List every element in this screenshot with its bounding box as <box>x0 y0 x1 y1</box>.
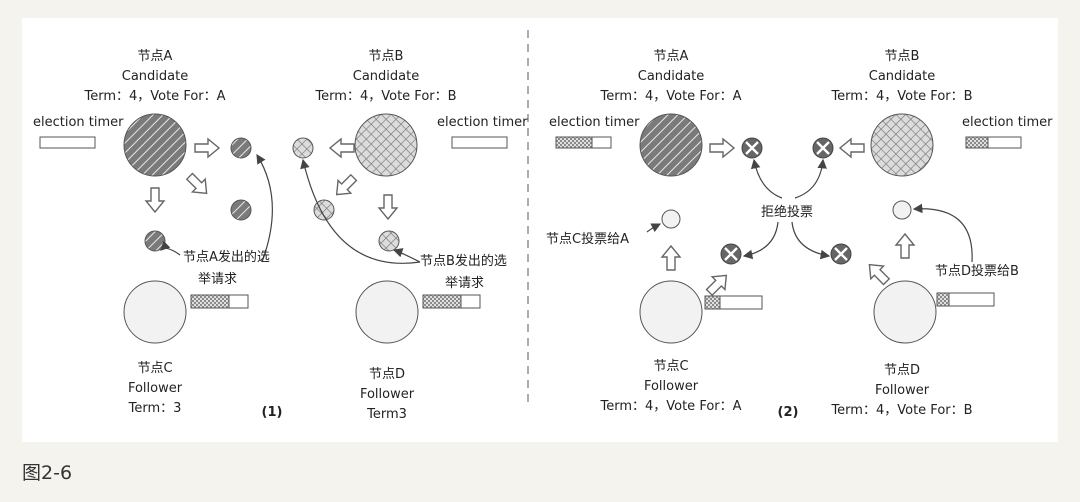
vote-c-label: 节点C投票给A <box>546 231 629 247</box>
left-nodeD-circle <box>355 280 419 344</box>
left-nodeC-term: Term：3 <box>128 401 182 416</box>
right-timerD-fill <box>936 292 950 307</box>
right-nodeD-circle <box>873 280 937 344</box>
left-nodeB-term: Term：4，Vote For：B <box>314 89 456 104</box>
left-nodeC-name: 节点C <box>137 361 172 376</box>
right-timerA-fill <box>555 136 593 149</box>
left-reqB-label-line2: 举请求 <box>445 276 484 291</box>
right-timerC-fill <box>704 295 721 310</box>
left-nodeB-name: 节点B <box>369 49 404 64</box>
left-nodeA-name: 节点A <box>138 49 173 64</box>
left-timerD-fill <box>422 294 462 309</box>
left-nodeD-term: Term3 <box>366 407 407 422</box>
left-timerB-bar <box>451 136 508 149</box>
left-requestA-ball <box>144 230 166 252</box>
left-timerB-label: election timer <box>437 115 528 130</box>
right-nodeB-circle <box>870 113 934 177</box>
left-nodeC-circle <box>123 280 187 344</box>
right-nodeA-term: Term：4，Vote For：A <box>599 89 741 104</box>
left-timerA-label: election timer <box>33 115 124 130</box>
left-nodeB-circle <box>354 113 418 177</box>
right-timerB-fill <box>965 136 989 149</box>
right-nodeD-name: 节点D <box>884 363 920 378</box>
left-requestA-ball <box>230 199 252 221</box>
reject-curve <box>750 158 783 199</box>
right-timerB-label: election timer <box>962 115 1053 130</box>
left-requestA-ball <box>230 137 252 159</box>
right-nodeA-role: Candidate <box>638 69 704 84</box>
left-reqB-curve <box>392 248 421 263</box>
right-nodeB-role: Candidate <box>869 69 935 84</box>
reject-x-icon <box>720 243 742 265</box>
left-reqB-curve <box>300 158 421 264</box>
reject-curve <box>794 158 827 199</box>
left-nodeB-role: Candidate <box>353 69 419 84</box>
reject-curve <box>742 221 779 260</box>
right-nodeB-term: Term：4，Vote For：B <box>830 89 972 104</box>
vote-d-curve <box>912 203 973 263</box>
left-requestB-ball <box>378 230 400 252</box>
left-nodeA-role: Candidate <box>122 69 188 84</box>
reject-x-icon <box>741 137 763 159</box>
right-nodeD-term: Term：4，Vote For：B <box>830 403 972 418</box>
left-timerA-bar <box>39 136 96 149</box>
right-panel-label: (2) <box>778 405 799 420</box>
right-vote-ball <box>892 200 912 220</box>
reject-curve <box>791 221 831 260</box>
left-nodeA-term: Term：4，Vote For：A <box>83 89 225 104</box>
left-reqA-label-line2: 举请求 <box>198 272 237 287</box>
right-vote-ball <box>661 209 681 229</box>
left-nodeA-circle <box>123 113 187 177</box>
left-reqB-label-line1: 节点B发出的选 <box>420 253 507 269</box>
vote-d-label: 节点D投票给B <box>935 263 1019 279</box>
right-panel: 节点A Candidate Term：4，Vote For：A 节点B Cand… <box>546 49 1053 420</box>
right-nodeC-role: Follower <box>644 379 699 394</box>
right-nodeB-name: 节点B <box>885 49 920 64</box>
right-nodeD-role: Follower <box>875 383 930 398</box>
right-timerA-label: election timer <box>549 115 640 130</box>
left-nodeD-name: 节点D <box>369 367 405 382</box>
left-nodeD-role: Follower <box>360 387 415 402</box>
vote-c-curve <box>646 223 662 233</box>
left-timerC-fill <box>190 294 230 309</box>
right-nodeC-circle <box>639 280 703 344</box>
diagram-panel <box>22 18 1058 442</box>
left-nodeC-role: Follower <box>128 381 183 396</box>
right-nodeA-name: 节点A <box>654 49 689 64</box>
left-reqA-label-line1: 节点A发出的选 <box>183 249 270 265</box>
left-reqA-curve <box>160 240 181 256</box>
left-reqA-curve <box>256 153 273 263</box>
left-requestB-ball <box>313 199 335 221</box>
right-nodeC-term: Term：4，Vote For：A <box>599 399 741 414</box>
reject-x-icon <box>830 243 852 265</box>
figure-caption: 图2-6 <box>22 462 72 484</box>
right-nodeC-name: 节点C <box>653 359 688 374</box>
reject-label: 拒绝投票 <box>761 204 813 220</box>
right-nodeA-circle <box>639 113 703 177</box>
left-panel-label: (1) <box>262 405 283 420</box>
left-panel: 节点A Candidate Term：4，Vote For：A 节点B Cand… <box>33 49 528 422</box>
reject-x-icon <box>812 137 834 159</box>
left-requestB-ball <box>292 137 314 159</box>
